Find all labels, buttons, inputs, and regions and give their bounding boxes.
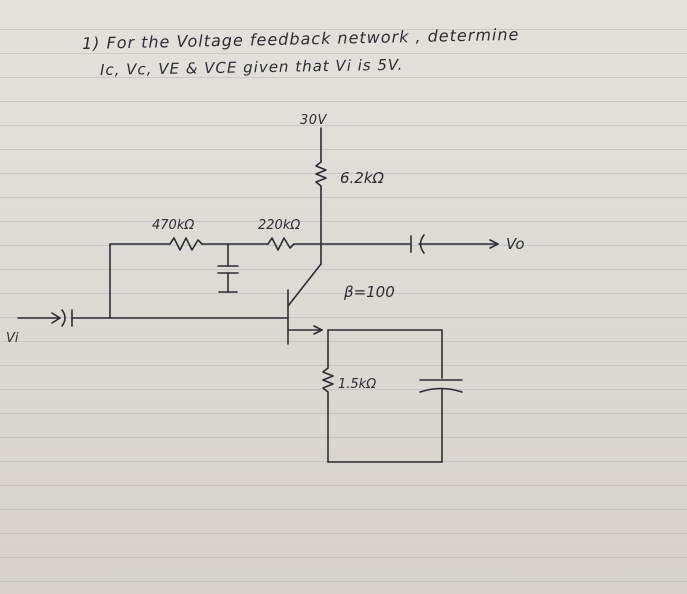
re-resistor (322, 367, 334, 393)
re-label: 1.5kΩ (338, 377, 376, 392)
emitter-cap-plate-2 (419, 387, 463, 393)
rf2-resistor (267, 237, 295, 251)
rc-resistor (315, 161, 327, 187)
rf2-label: 220kΩ (258, 218, 300, 233)
emitter-arrow (313, 325, 323, 335)
rf1-label: 470kΩ (152, 218, 194, 233)
output-arrow (489, 239, 499, 249)
input-cap-plate-1 (61, 309, 66, 327)
beta-label: β=100 (343, 283, 395, 301)
input-label: Vi (6, 331, 19, 346)
input-arrow (51, 312, 61, 324)
supply-label: 30V (300, 113, 328, 128)
transistor-collector (287, 263, 322, 307)
rc-label: 6.2kΩ (340, 169, 385, 187)
rf1-resistor (169, 237, 203, 251)
output-label: Vo (506, 235, 525, 253)
